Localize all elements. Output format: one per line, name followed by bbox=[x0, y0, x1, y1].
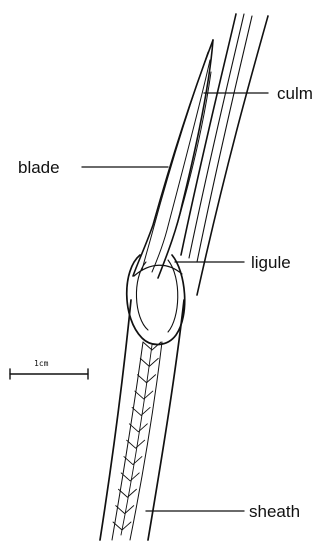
sheath-vein-chevron bbox=[121, 473, 139, 481]
sheath-drawing bbox=[100, 300, 184, 540]
ligule-label: ligule bbox=[251, 253, 291, 272]
sheath-vein-chevron bbox=[135, 391, 153, 399]
sheath-vein-chevron bbox=[118, 489, 136, 497]
sheath-vein-chevron bbox=[116, 506, 134, 514]
sheath-vein-chevron bbox=[127, 440, 145, 448]
blade-label: blade bbox=[18, 158, 60, 177]
sheath-vein-chevron bbox=[132, 407, 150, 415]
scale-bar-label: 1cm bbox=[34, 359, 49, 368]
sheath-vein-chevron bbox=[129, 424, 147, 432]
culm-label: culm bbox=[277, 84, 313, 103]
scale-bar: 1cm bbox=[10, 359, 88, 379]
sheath-vein-chevron bbox=[124, 457, 142, 465]
sheath-label: sheath bbox=[249, 502, 300, 521]
